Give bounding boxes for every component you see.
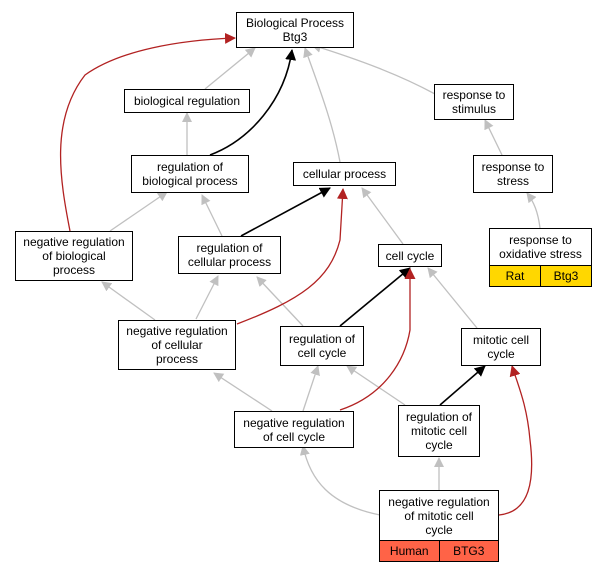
node-response-to-stress[interactable]: response to stress <box>473 155 553 193</box>
node-cell-cycle[interactable]: cell cycle <box>378 244 442 267</box>
edge-cell-cycle-to-cell-proc <box>361 187 404 245</box>
gene-tag: Btg3 <box>540 266 591 286</box>
node-label: negative regulation of mitotic cell cycl… <box>388 494 490 537</box>
edge-neg-reg-cc-to-cell-cycle-red <box>339 268 416 411</box>
edge-neg-reg-cell-proc-to-reg-cell-proc <box>195 275 219 320</box>
node-mitotic-cell-cycle[interactable]: mitotic cell cycle <box>461 328 541 366</box>
edge-cell-proc-to-root <box>303 47 341 163</box>
species-tag: Human <box>380 541 439 561</box>
node-negative-regulation-of-mitotic-cell-cycle[interactable]: negative regulation of mitotic cell cycl… <box>379 490 499 562</box>
edge-mitotic-to-cell-cycle <box>427 267 478 329</box>
node-negative-regulation-of-biological-process[interactable]: negative regulation of biological proces… <box>15 231 133 281</box>
edge-reg-mitotic-to-reg-cell-cycle <box>346 365 406 406</box>
edge-neg-reg-mitotic-to-neg-reg-cc <box>299 445 381 516</box>
edge-neg-reg-cell-proc-to-neg-reg-bio <box>101 281 156 321</box>
species-tag: Rat <box>490 266 540 286</box>
node-regulation-of-mitotic-cell-cycle[interactable]: regulation of mitotic cell cycle <box>398 405 480 457</box>
edge-reg-bio-to-root-black <box>209 49 297 156</box>
edge-reg-cell-proc-to-reg-bio <box>201 194 223 237</box>
node-label: response to oxidative stress <box>499 233 582 261</box>
node-response-to-oxidative-stress[interactable]: response to oxidative stress Rat Btg3 <box>489 228 592 287</box>
node-regulation-of-cellular-process[interactable]: regulation of cellular process <box>178 236 281 274</box>
node-negative-regulation-of-cell-cycle[interactable]: negative regulation of cell cycle <box>234 411 354 448</box>
node-cellular-process[interactable]: cellular process <box>293 162 396 186</box>
node-response-to-stimulus[interactable]: response to stimulus <box>434 84 514 120</box>
node-regulation-of-cell-cycle[interactable]: regulation of cell cycle <box>280 326 364 366</box>
node-biological-regulation[interactable]: biological regulation <box>124 89 250 113</box>
edge-bio-reg-to-root <box>204 47 256 90</box>
edge-reg-mitotic-to-mitotic-black <box>439 365 486 406</box>
edge-reg-cell-cycle-to-cell-cycle-black <box>339 267 411 327</box>
edge-neg-reg-bio-to-root-red <box>59 32 236 232</box>
edge-neg-reg-cc-to-reg-cell-cycle <box>302 365 320 412</box>
edge-resp-stim-to-root <box>311 42 436 95</box>
edge-neg-reg-bio-to-reg-bio <box>109 191 168 232</box>
gene-tag: BTG3 <box>438 541 498 561</box>
annotation-tag-bar: Rat Btg3 <box>490 265 591 286</box>
edge-neg-reg-mitotic-to-mitotic-red <box>498 365 533 516</box>
edge-resp-ox-to-resp-stress <box>526 192 541 229</box>
edge-neg-reg-cell-proc-to-cell-proc-red <box>236 188 348 325</box>
edge-resp-stress-to-resp-stim <box>484 119 503 156</box>
edge-reg-cell-proc-to-cell-proc-black <box>240 187 331 237</box>
annotation-tag-bar: Human BTG3 <box>380 540 498 561</box>
node-regulation-of-biological-process[interactable]: regulation of biological process <box>131 155 249 193</box>
node-negative-regulation-of-cellular-process[interactable]: negative regulation of cellular process <box>118 320 236 370</box>
edge-reg-cell-cycle-to-reg-cell-proc <box>256 276 304 327</box>
node-biological-process[interactable]: Biological Process Btg3 <box>236 12 354 48</box>
edge-neg-reg-cc-to-neg-reg-cell-proc <box>213 372 273 412</box>
